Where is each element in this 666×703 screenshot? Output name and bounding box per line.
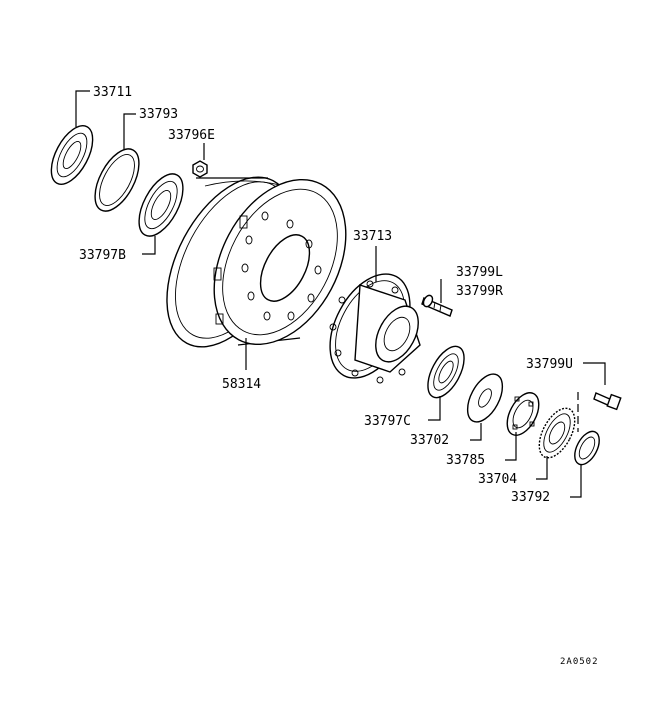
label-33713: 33713	[353, 229, 392, 244]
label-33796E: 33796E	[168, 128, 215, 143]
label-33797B: 33797B	[79, 248, 126, 263]
label-33799L: 33799L	[456, 265, 503, 280]
leader-33799U	[583, 362, 606, 385]
part-stud-33799L-R[interactable]	[421, 294, 453, 317]
leader-33702	[470, 423, 482, 441]
part-gasket-33704[interactable]	[532, 403, 582, 464]
part-hub-33713[interactable]	[314, 261, 427, 392]
leader-33797C	[428, 396, 441, 421]
part-brake-drum-58314[interactable]	[141, 156, 373, 367]
part-bearing-33797B[interactable]	[130, 167, 192, 243]
label-33792: 33792	[511, 490, 550, 505]
label-33799U: 33799U	[526, 357, 573, 372]
label-33704: 33704	[478, 472, 517, 487]
part-oil-seal-33711[interactable]	[43, 119, 101, 191]
label-33793: 33793	[139, 107, 178, 122]
part-washer-33702[interactable]	[460, 368, 509, 427]
part-ring-33793[interactable]	[86, 142, 148, 218]
label-33702: 33702	[410, 433, 449, 448]
diagram-code: 2A0502	[560, 657, 599, 667]
label-33711: 33711	[93, 85, 132, 100]
part-nut-33796E[interactable]	[192, 160, 208, 178]
part-bolt-33799U[interactable]	[593, 392, 622, 411]
label-58314: 58314	[222, 377, 261, 392]
part-bearing-33797C[interactable]	[420, 341, 471, 404]
leader-33704	[536, 456, 548, 480]
leader-33793	[123, 113, 136, 150]
label-33799R: 33799R	[456, 284, 503, 299]
leader-33792	[570, 465, 582, 498]
leader-33711	[75, 90, 90, 127]
part-cap-33792[interactable]	[570, 427, 605, 468]
leader-33797B	[142, 236, 156, 255]
part-locknut-33785[interactable]	[501, 388, 546, 441]
label-33785: 33785	[446, 453, 485, 468]
label-33797C: 33797C	[364, 414, 411, 429]
leader-33785	[505, 432, 517, 461]
